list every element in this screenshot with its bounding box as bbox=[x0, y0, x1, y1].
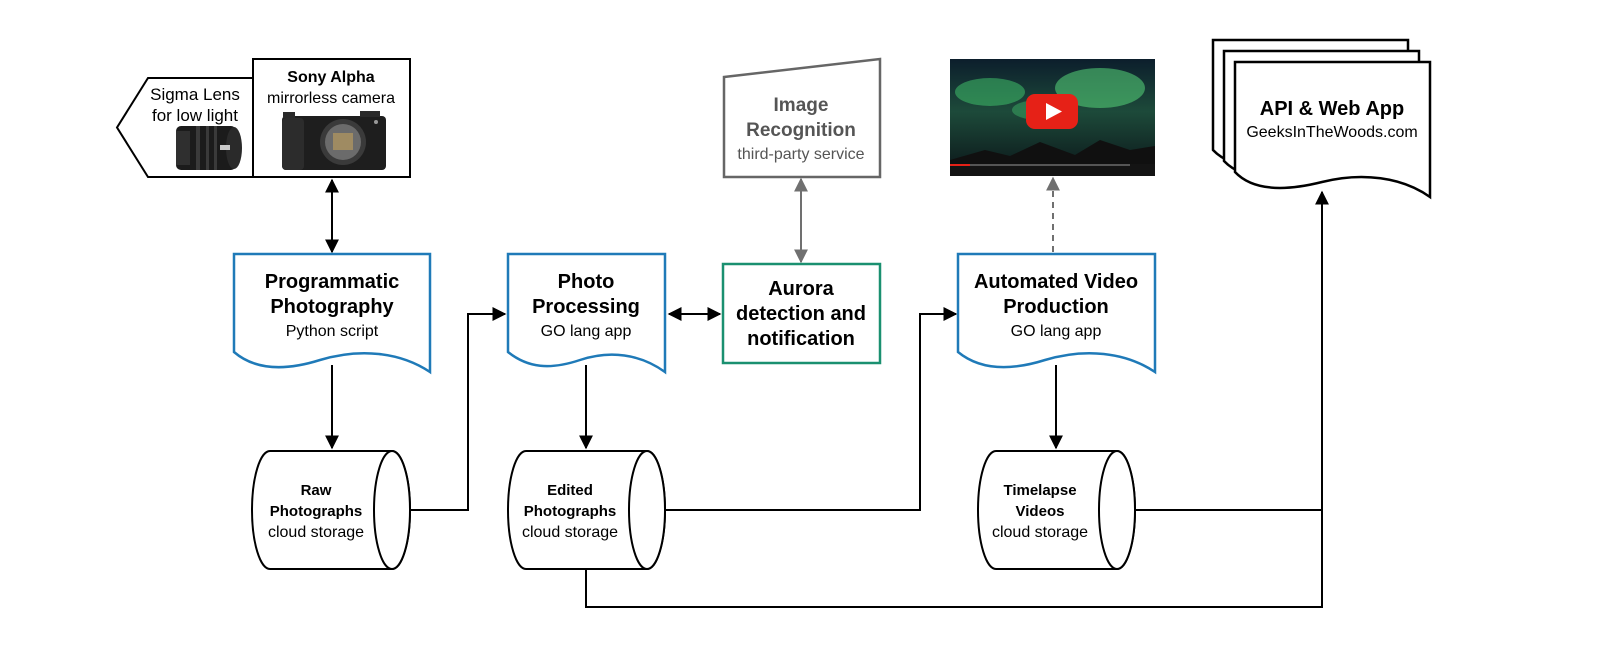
image-recognition-title-line2: Recognition bbox=[746, 120, 856, 141]
raw-photographs-storage: Raw Photographs cloud storage bbox=[251, 450, 411, 570]
timelapse-videos-subtitle: cloud storage bbox=[992, 524, 1088, 541]
automated-video-title-line1: Automated Video bbox=[974, 271, 1138, 293]
image-recognition-title-line1: Image bbox=[774, 95, 829, 116]
aurora-detection-node: Aurora detection and notification bbox=[721, 262, 882, 365]
sigma-lens-label: Sigma Lens bbox=[150, 85, 240, 104]
timelapse-videos-storage: Timelapse Videos cloud storage bbox=[977, 450, 1136, 570]
edited-photographs-subtitle: cloud storage bbox=[522, 524, 618, 541]
automated-video-subtitle: GO lang app bbox=[1011, 323, 1102, 340]
raw-photographs-subtitle: cloud storage bbox=[268, 524, 364, 541]
edited-photographs-title-line2: Photographs bbox=[524, 503, 617, 520]
raw-photographs-title-line1: Raw bbox=[301, 482, 332, 499]
programmatic-photography-title-line1: Programmatic bbox=[265, 271, 400, 293]
aurora-detection-line3: notification bbox=[747, 328, 855, 350]
arrow-edited-to-api-web-app bbox=[585, 190, 1329, 608]
youtube-play-icon[interactable] bbox=[1026, 94, 1078, 129]
programmatic-photography-subtitle: Python script bbox=[286, 323, 379, 340]
automated-video-title-line2: Production bbox=[1003, 296, 1109, 318]
camera-icon bbox=[282, 111, 386, 170]
photo-processing-title-line2: Processing bbox=[532, 296, 640, 318]
sigma-lens-sublabel: for low light bbox=[152, 106, 238, 125]
arrow-raw-to-photo-processing bbox=[410, 307, 507, 511]
timelapse-videos-title-line1: Timelapse bbox=[1003, 482, 1076, 499]
photo-processing-subtitle: GO lang app bbox=[541, 323, 632, 340]
photo-processing-node: Photo Processing GO lang app bbox=[506, 252, 667, 375]
aurora-detection-line2: detection and bbox=[736, 303, 866, 325]
sony-camera-subtitle: mirrorless camera bbox=[267, 90, 395, 107]
arrow-edited-to-video-production bbox=[665, 307, 958, 511]
sony-camera-node: Sony Alpha mirrorless camera bbox=[252, 58, 411, 178]
connectors bbox=[325, 178, 1329, 608]
api-web-app-subtitle: GeeksInTheWoods.com bbox=[1246, 124, 1417, 141]
raw-photographs-title-line2: Photographs bbox=[270, 503, 363, 520]
lens-icon bbox=[176, 126, 242, 170]
programmatic-photography-node: Programmatic Photography Python script bbox=[232, 252, 432, 375]
gray-connectors bbox=[794, 176, 1060, 264]
timelapse-videos-title-line2: Videos bbox=[1016, 503, 1065, 520]
edited-photographs-title-line1: Edited bbox=[547, 482, 593, 499]
automated-video-production-node: Automated Video Production GO lang app bbox=[956, 252, 1157, 375]
sony-camera-title: Sony Alpha bbox=[287, 69, 375, 86]
image-recognition-subtitle: third-party service bbox=[737, 146, 864, 163]
sigma-lens-node: Sigma Lens for low light bbox=[115, 77, 254, 178]
api-web-app-title: API & Web App bbox=[1260, 98, 1404, 120]
api-web-app-node: API & Web App GeeksInTheWoods.com bbox=[1211, 38, 1432, 200]
edited-photographs-storage: Edited Photographs cloud storage bbox=[507, 450, 666, 570]
photo-processing-title-line1: Photo bbox=[558, 271, 615, 293]
youtube-video-node[interactable] bbox=[950, 59, 1155, 176]
programmatic-photography-title-line2: Photography bbox=[270, 296, 394, 318]
image-recognition-node: Image Recognition third-party service bbox=[722, 57, 882, 179]
aurora-detection-line1: Aurora bbox=[768, 278, 834, 300]
